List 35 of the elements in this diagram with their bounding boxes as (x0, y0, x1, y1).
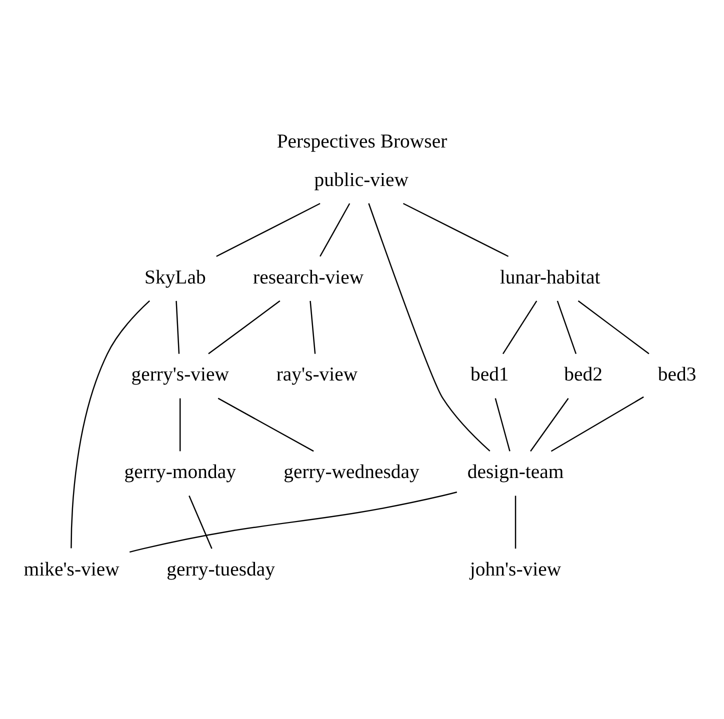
node-text: SkyLab (144, 266, 206, 288)
connector (550, 396, 644, 452)
node-text: design-team (467, 460, 564, 483)
node-text: gerry-tuesday (166, 558, 276, 580)
node-text: public-view (314, 168, 408, 190)
node-text: bed2 (564, 363, 603, 386)
connector (216, 202, 320, 256)
node-text: mike's-view (24, 558, 120, 580)
node-text: lunar-habitat (500, 266, 600, 288)
node-text: gerry's-view (131, 363, 229, 386)
node-text: gerry-monday (124, 460, 236, 483)
connector (530, 397, 569, 452)
node-text: ray's-view (276, 363, 358, 386)
node-text: bed1 (470, 363, 509, 386)
node-text: gerry-wednesday (284, 460, 420, 483)
diagram-title: Perspectives Browser (276, 130, 448, 152)
connector (188, 495, 212, 548)
connector (208, 300, 280, 354)
connector (180, 398, 181, 451)
node-text: john's-view (470, 558, 562, 580)
connector (402, 202, 509, 256)
connector (514, 495, 516, 548)
connector (502, 300, 538, 354)
node-text: research-view (253, 266, 364, 288)
connector (218, 397, 314, 452)
node-text: bed3 (658, 363, 696, 386)
connector (129, 491, 458, 552)
connector (320, 202, 350, 256)
connector (556, 300, 577, 354)
connector (70, 300, 150, 548)
connector (368, 202, 490, 452)
connector (494, 398, 510, 451)
connector (578, 300, 650, 354)
connector (310, 300, 316, 354)
connector (176, 300, 180, 354)
